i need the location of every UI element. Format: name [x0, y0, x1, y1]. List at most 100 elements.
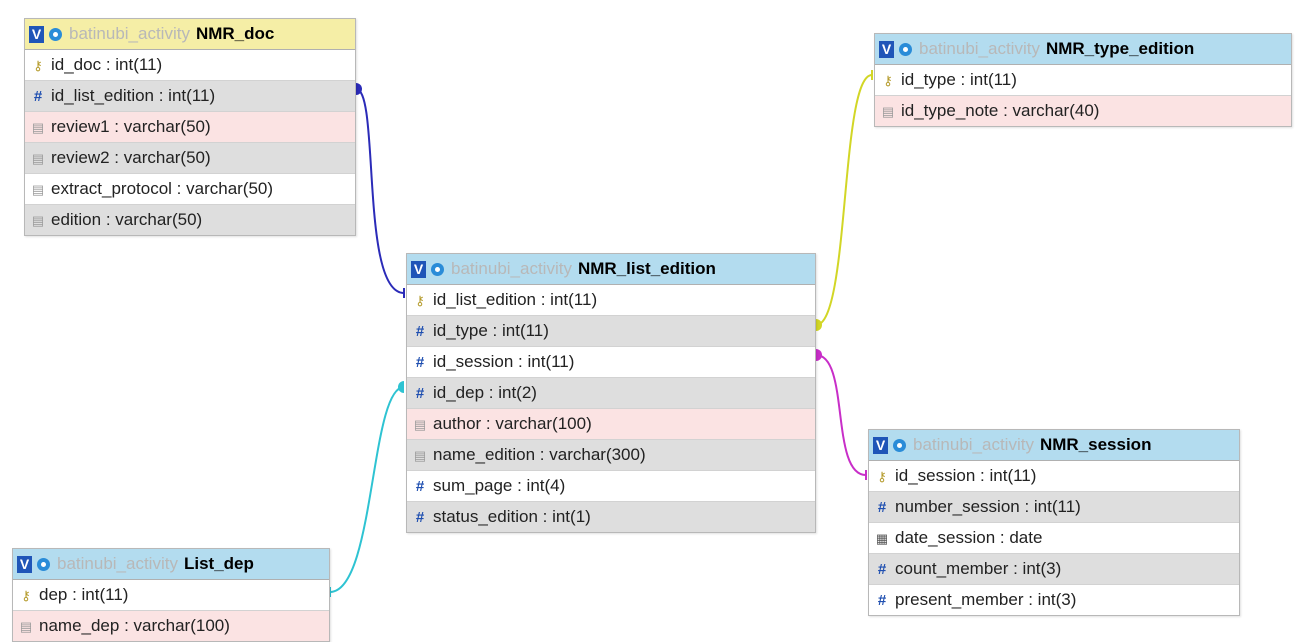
collapse-toggle-icon[interactable]: V [17, 555, 32, 573]
key-icon: ⚷ [415, 293, 425, 308]
column-label: author : varchar(100) [433, 414, 592, 433]
relation-nmr-doc-to-nmr-list-edition [355, 83, 405, 298]
table-nmr-list-edition[interactable]: V batinubi_activity NMR_list_edition ⚷ id… [406, 253, 816, 533]
gear-icon[interactable] [37, 557, 50, 571]
collapse-toggle-icon[interactable]: V [29, 25, 44, 43]
text-icon: ▤ [413, 417, 427, 432]
column-label: edition : varchar(50) [51, 210, 203, 229]
column-label: id_list_edition : int(11) [51, 86, 216, 105]
column-row[interactable]: ⚷ id_list_edition : int(11) [407, 285, 815, 316]
column-label: review1 : varchar(50) [51, 117, 211, 136]
number-icon: # [415, 385, 425, 402]
number-icon: # [415, 323, 425, 340]
column-label: name_edition : varchar(300) [433, 445, 646, 464]
column-row[interactable]: ⚷ dep : int(11) [13, 580, 329, 611]
column-label: id_type : int(11) [901, 70, 1017, 89]
table-name[interactable]: NMR_doc [195, 24, 275, 43]
column-label: review2 : varchar(50) [51, 148, 211, 167]
column-label: id_dep : int(2) [433, 383, 537, 402]
table-nmr-session[interactable]: V batinubi_activity NMR_session ⚷ id_sess… [868, 429, 1240, 616]
table-header[interactable]: V batinubi_activity List_dep [13, 549, 329, 580]
text-icon: ▤ [413, 448, 427, 463]
text-icon: ▤ [31, 120, 45, 135]
collapse-toggle-icon[interactable]: V [879, 40, 894, 58]
column-row[interactable]: # sum_page : int(4) [407, 471, 815, 502]
text-icon: ▤ [881, 104, 895, 119]
table-header[interactable]: V batinubi_activity NMR_type_edition [875, 34, 1291, 65]
table-header[interactable]: V batinubi_activity NMR_session [869, 430, 1239, 461]
gear-icon[interactable] [893, 438, 906, 452]
database-name: batinubi_activity [69, 24, 190, 43]
database-name: batinubi_activity [57, 554, 178, 573]
column-row[interactable]: ▤ id_type_note : varchar(40) [875, 96, 1291, 126]
column-row[interactable]: ▤ review2 : varchar(50) [25, 143, 355, 174]
column-row[interactable]: ▤ extract_protocol : varchar(50) [25, 174, 355, 205]
column-row[interactable]: ▦ date_session : date [869, 523, 1239, 554]
column-row[interactable]: ⚷ id_type : int(11) [875, 65, 1291, 96]
column-label: name_dep : varchar(100) [39, 616, 230, 635]
column-row[interactable]: ⚷ id_doc : int(11) [25, 50, 355, 81]
relation-nmr-list-edition-to-nmr-session [815, 349, 867, 480]
column-row[interactable]: # id_dep : int(2) [407, 378, 815, 409]
column-row[interactable]: # number_session : int(11) [869, 492, 1239, 523]
collapse-toggle-icon[interactable]: V [873, 436, 888, 454]
key-icon: ⚷ [883, 73, 893, 88]
column-row[interactable]: ⚷ id_session : int(11) [869, 461, 1239, 492]
column-row[interactable]: #present_member : int(3) [869, 585, 1239, 615]
number-icon: # [33, 88, 43, 105]
table-nmr-doc[interactable]: V batinubi_activity NMR_doc ⚷ id_doc : in… [24, 18, 356, 236]
table-header[interactable]: V batinubi_activity NMR_list_edition [407, 254, 815, 285]
column-row[interactable]: ▤ name_dep : varchar(100) [13, 611, 329, 641]
table-header[interactable]: V batinubi_activity NMR_doc [25, 19, 355, 50]
gear-icon[interactable] [49, 27, 62, 41]
column-label: id_type : int(11) [433, 321, 549, 340]
column-label: extract_protocol : varchar(50) [51, 179, 274, 198]
text-icon: ▤ [31, 182, 45, 197]
column-label: present_member : int(3) [895, 590, 1077, 609]
table-name[interactable]: NMR_session [1039, 435, 1152, 454]
number-icon: # [415, 478, 425, 495]
column-row[interactable]: #count_member : int(3) [869, 554, 1239, 585]
column-row[interactable]: # id_list_edition : int(11) [25, 81, 355, 112]
number-icon: # [415, 509, 425, 526]
database-name: batinubi_activity [451, 259, 572, 278]
column-row[interactable]: # id_session : int(11) [407, 347, 815, 378]
column-label: id_doc : int(11) [51, 55, 163, 74]
table-name[interactable]: NMR_list_edition [577, 259, 716, 278]
gear-icon[interactable] [899, 42, 912, 56]
table-list-dep[interactable]: V batinubi_activity List_dep ⚷ dep : int(… [12, 548, 330, 642]
text-icon: ▤ [31, 151, 45, 166]
text-icon: ▤ [19, 619, 33, 634]
table-name[interactable]: List_dep [183, 554, 254, 573]
date-icon: ▦ [875, 531, 889, 546]
column-label: sum_page : int(4) [433, 476, 566, 495]
number-icon: # [415, 354, 425, 371]
column-label: id_session : int(11) [433, 352, 575, 371]
column-label: id_session : int(11) [895, 466, 1037, 485]
column-row[interactable]: ▤ review1 : varchar(50) [25, 112, 355, 143]
column-row[interactable]: # id_type : int(11) [407, 316, 815, 347]
column-row[interactable]: ▤ author : varchar(100) [407, 409, 815, 440]
column-row[interactable]: ▤ edition : varchar(50) [25, 205, 355, 235]
column-label: id_list_edition : int(11) [433, 290, 598, 309]
text-icon: ▤ [31, 213, 45, 228]
relation-nmr-list-edition-to-list-dep [329, 381, 405, 597]
database-name: batinubi_activity [913, 435, 1034, 454]
column-row[interactable]: ▤ name_edition : varchar(300) [407, 440, 815, 471]
key-icon: ⚷ [33, 58, 43, 73]
column-label: date_session : date [895, 528, 1043, 547]
gear-icon[interactable] [431, 262, 444, 276]
table-name[interactable]: NMR_type_edition [1045, 39, 1195, 58]
number-icon: # [877, 499, 887, 516]
table-nmr-type-edition[interactable]: V batinubi_activity NMR_type_edition ⚷ id… [874, 33, 1292, 127]
column-label: dep : int(11) [39, 585, 129, 604]
key-icon: ⚷ [877, 469, 887, 484]
collapse-toggle-icon[interactable]: V [411, 260, 426, 278]
column-row[interactable]: #status_edition : int(1) [407, 502, 815, 532]
column-label: number_session : int(11) [895, 497, 1081, 516]
database-name: batinubi_activity [919, 39, 1040, 58]
key-icon: ⚷ [21, 588, 31, 603]
column-label: count_member : int(3) [895, 559, 1062, 578]
column-label: id_type_note : varchar(40) [901, 101, 1100, 120]
